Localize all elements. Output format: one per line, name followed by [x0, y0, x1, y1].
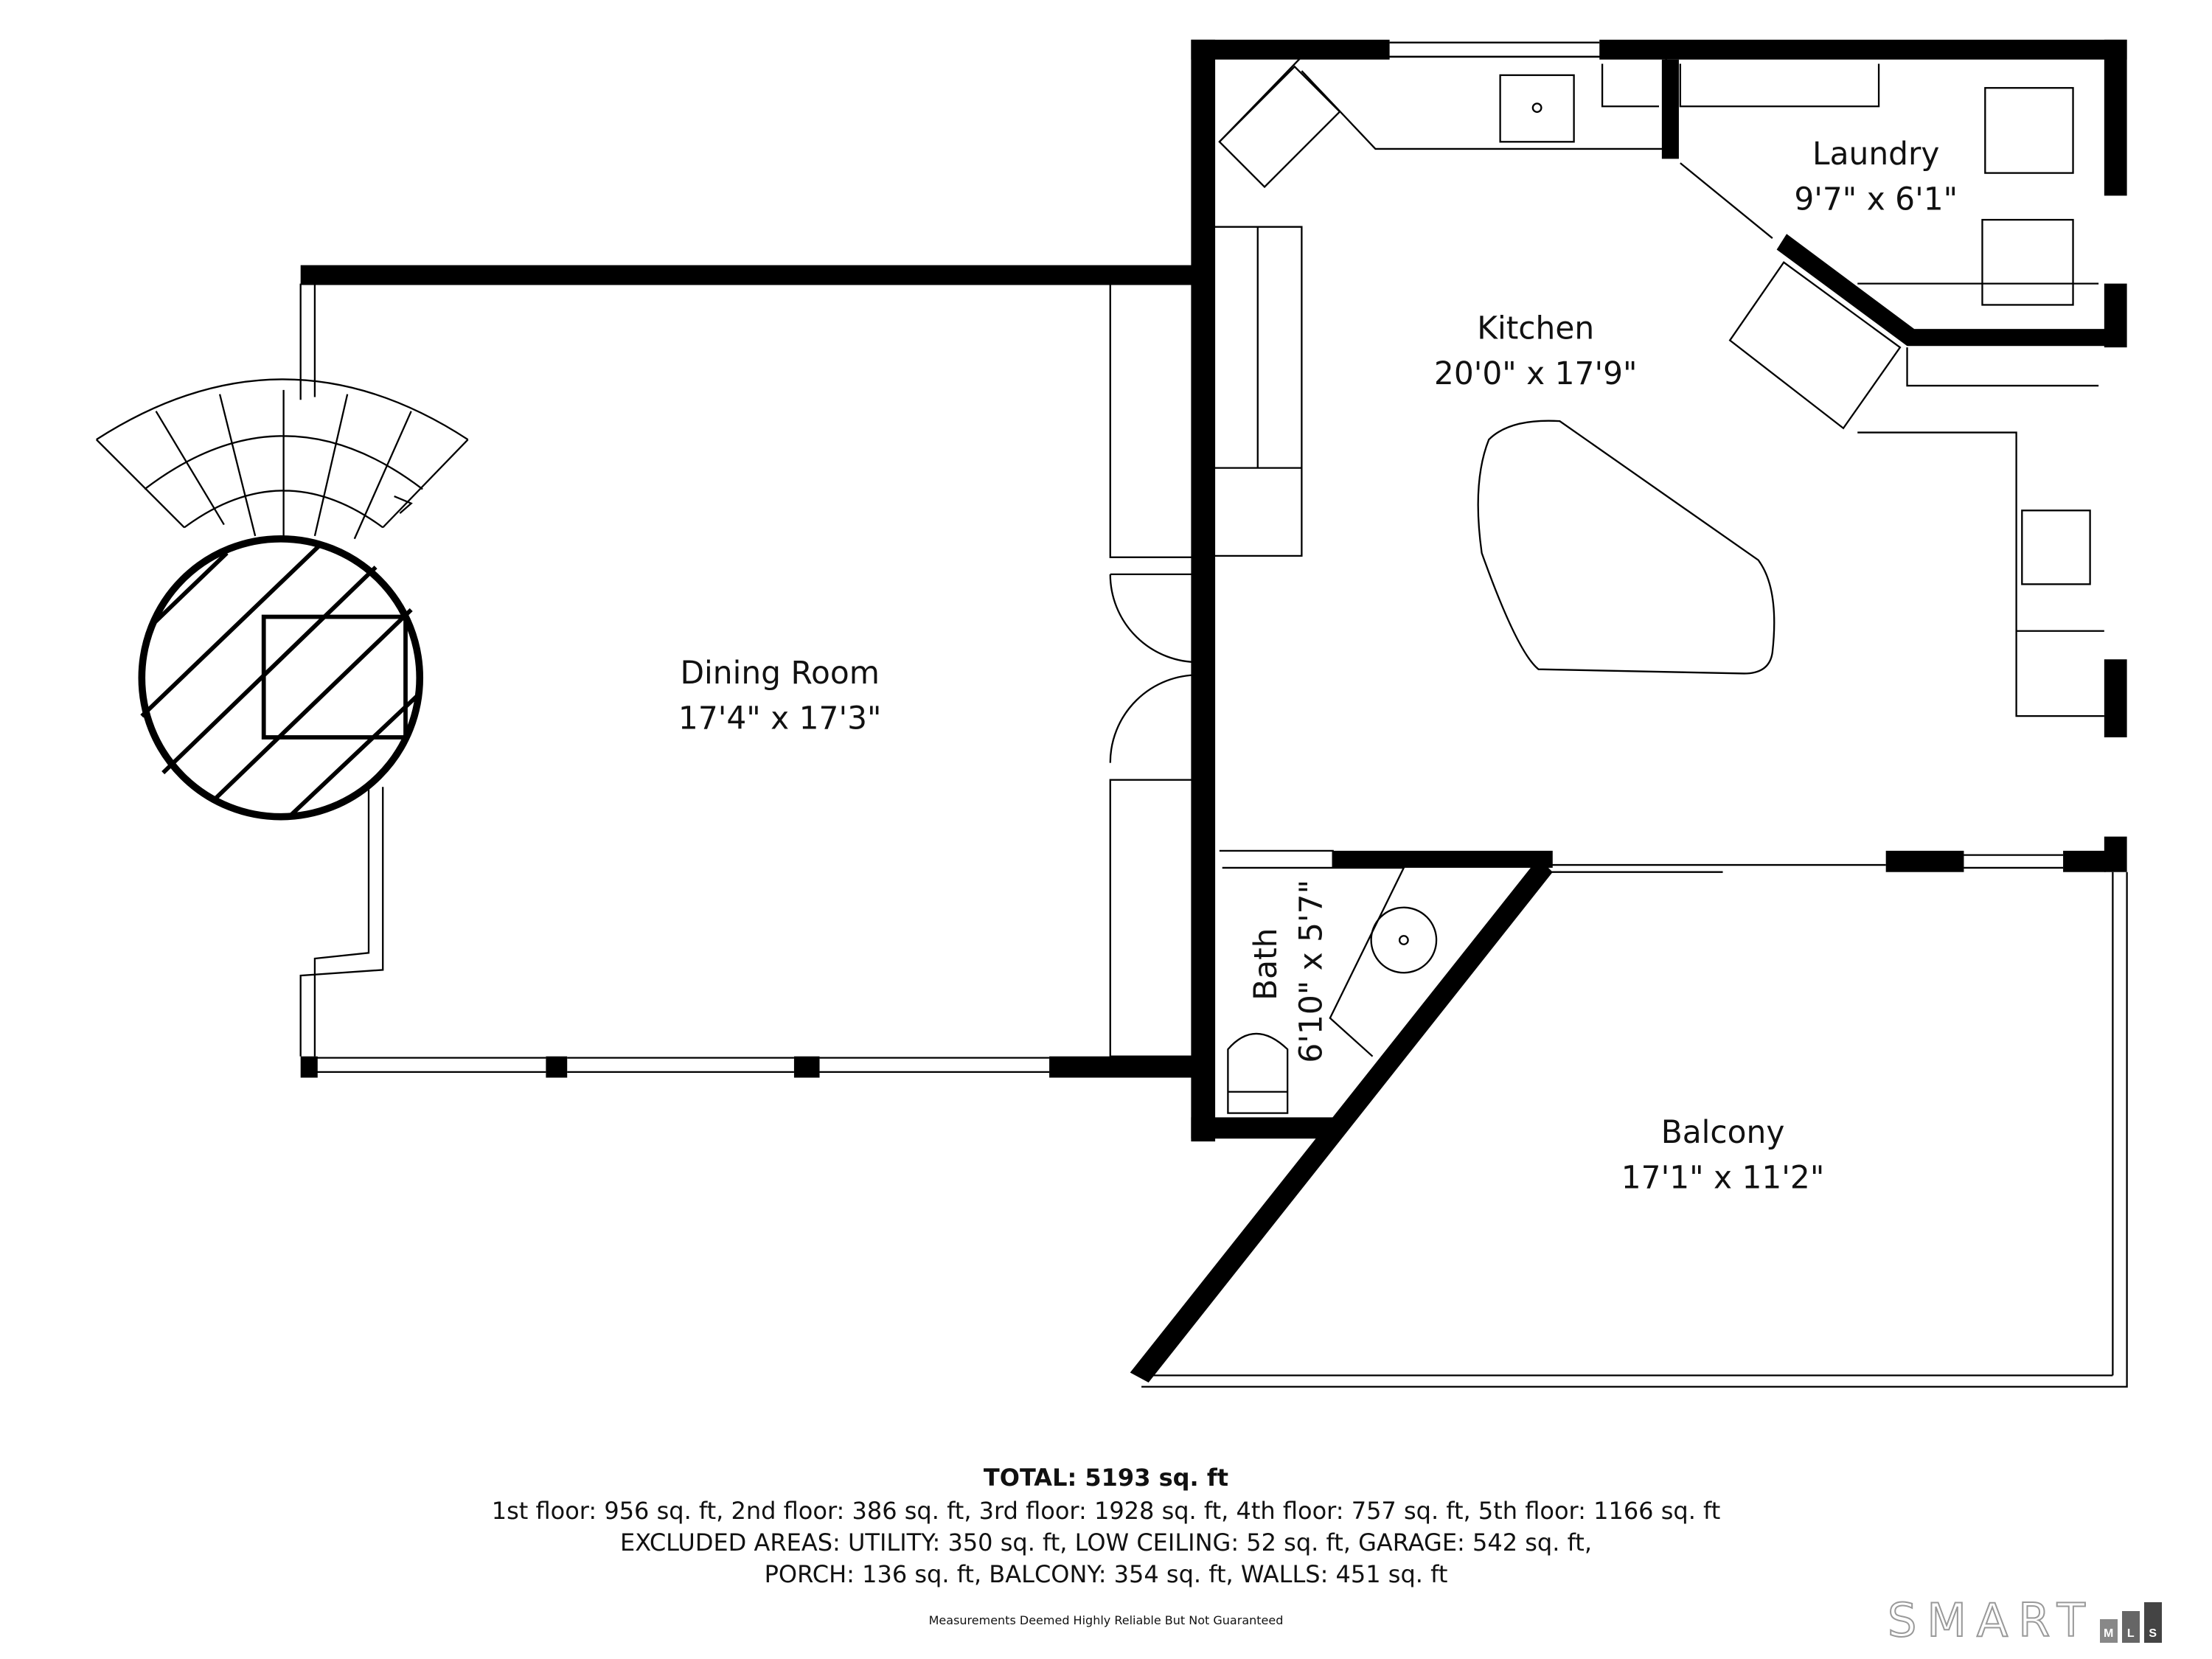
- floor-areas: 1st floor: 956 sq. ft, 2nd floor: 386 sq…: [491, 1497, 1721, 1525]
- logo-text: SMART: [1887, 1593, 2096, 1647]
- smart-mls-logo: SMART M L S: [1887, 1593, 2162, 1647]
- laundry-size: 9'7" x 6'1": [1794, 181, 1958, 218]
- kitchen-size: 20'0" x 17'9": [1434, 355, 1638, 392]
- thin-lines: [95, 41, 2128, 1388]
- bath-name: Bath: [1248, 928, 1284, 1001]
- dining-room-name: Dining Room: [680, 655, 879, 691]
- logo-s: S: [2143, 1602, 2162, 1643]
- balcony-name: Balcony: [1661, 1114, 1785, 1150]
- room-labels: Dining Room 17'4" x 17'3" Kitchen 20'0" …: [678, 136, 1958, 1195]
- balcony-size: 17'1" x 11'2": [1621, 1160, 1825, 1196]
- total-area: TOTAL: 5193 sq. ft: [983, 1464, 1229, 1492]
- dining-room-size: 17'4" x 17'3": [678, 700, 882, 736]
- laundry-name: Laundry: [1812, 136, 1939, 172]
- excluded-areas-2: PORCH: 136 sq. ft, BALCONY: 354 sq. ft, …: [764, 1560, 1448, 1588]
- logo-m: M: [2099, 1619, 2118, 1643]
- walls: [300, 39, 2127, 1382]
- excluded-areas-1: EXCLUDED AREAS: UTILITY: 350 sq. ft, LOW…: [620, 1528, 1592, 1557]
- bath-size: 6'10" x 5'7": [1293, 880, 1329, 1063]
- disclaimer: Measurements Deemed Highly Reliable But …: [928, 1613, 1284, 1627]
- kitchen-name: Kitchen: [1477, 310, 1594, 347]
- hatched-circle: [138, 535, 424, 821]
- logo-l: L: [2121, 1611, 2140, 1643]
